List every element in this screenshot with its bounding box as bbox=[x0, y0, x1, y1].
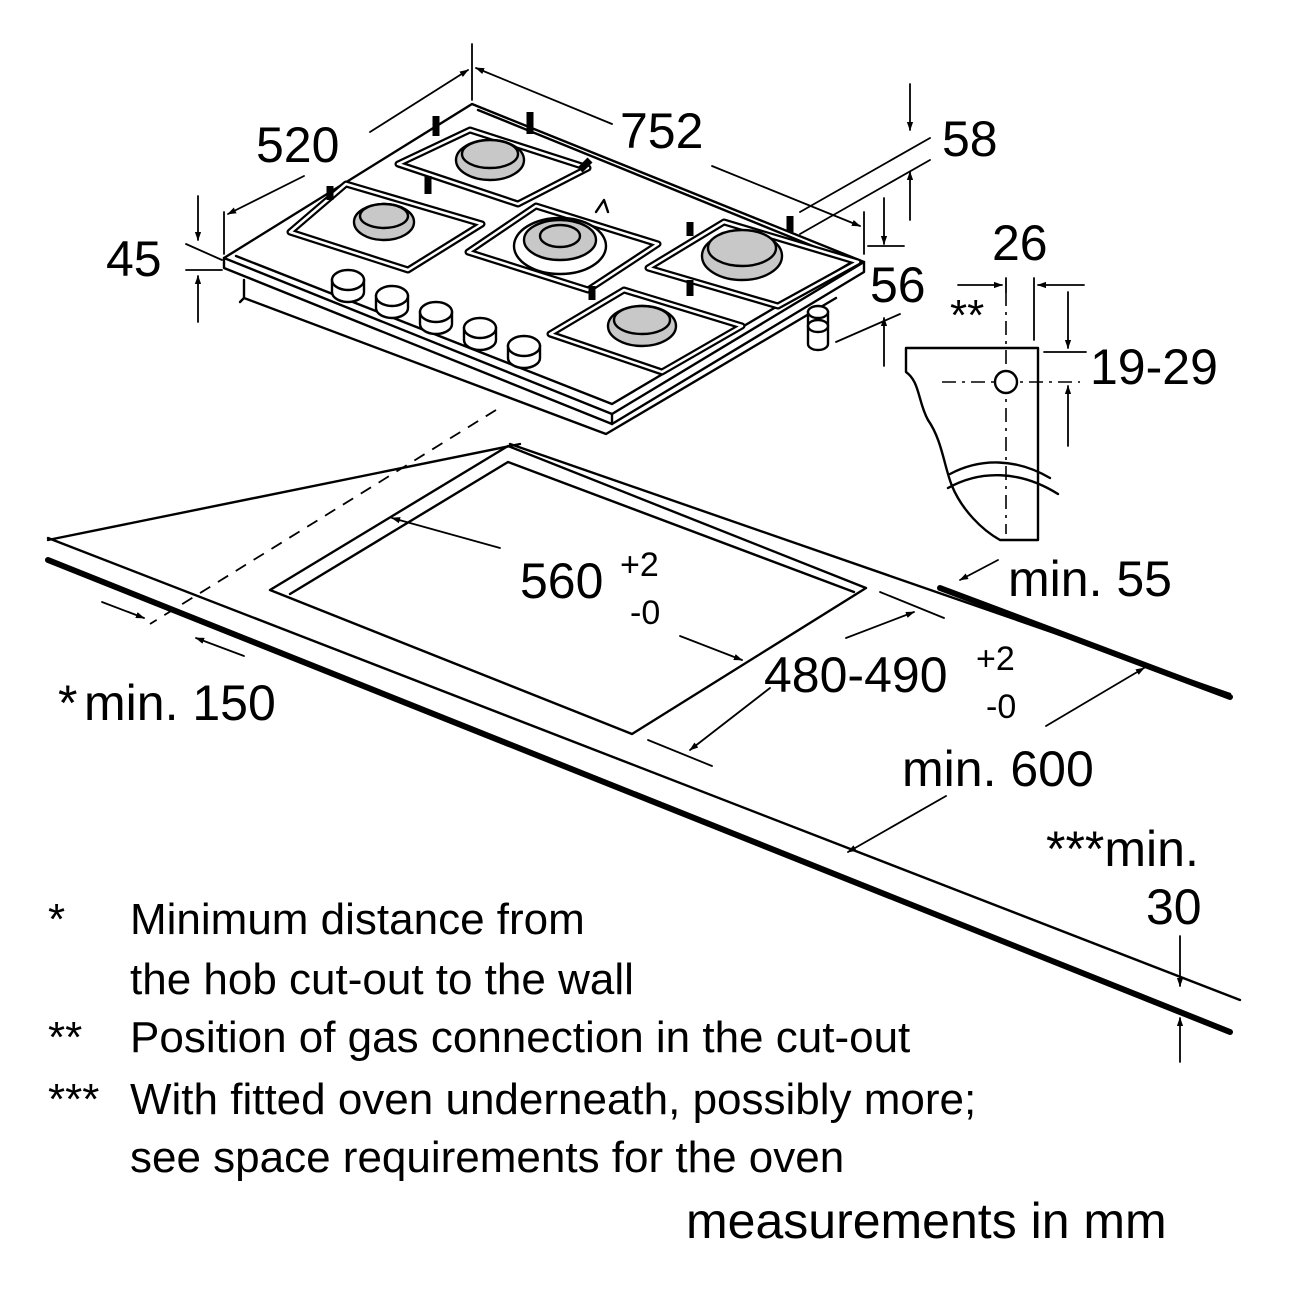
label-45: 45 bbox=[106, 231, 162, 287]
footnote-text: Position of gas connection in the cut-ou… bbox=[130, 1013, 910, 1062]
control-knob bbox=[418, 300, 454, 336]
gas-connection-pipe bbox=[806, 304, 830, 352]
label-min-55: min. 55 bbox=[1008, 551, 1172, 607]
projection-line bbox=[149, 409, 497, 625]
burner-center-wok bbox=[512, 216, 608, 276]
footnote-text: the hob cut-out to the wall bbox=[130, 955, 634, 1004]
cutout-depth-value: 480-490 bbox=[764, 647, 948, 703]
hob-front-edge bbox=[222, 256, 614, 426]
label-min-30-line2: 30 bbox=[1146, 879, 1202, 935]
burner-back-right bbox=[700, 228, 784, 282]
footnote-text: see space requirements for the oven bbox=[130, 1133, 844, 1182]
gas-connection-point bbox=[993, 369, 1019, 395]
cutout bbox=[268, 444, 868, 736]
footnote-text: With fitted oven underneath, possibly mo… bbox=[130, 1075, 976, 1124]
burner-front-left bbox=[352, 202, 416, 242]
cutout-width-value: 560 bbox=[520, 553, 603, 609]
label-26: 26 bbox=[992, 215, 1048, 271]
control-knobs bbox=[330, 268, 542, 370]
label-19-29: 19-29 bbox=[1090, 339, 1218, 395]
control-knob bbox=[506, 334, 542, 370]
cutout-width-tol-plus: +2 bbox=[620, 546, 659, 584]
label-58: 58 bbox=[942, 111, 998, 167]
hob-base-housing bbox=[242, 278, 838, 436]
grate-back-right bbox=[644, 216, 862, 310]
burner-front-right bbox=[606, 304, 678, 348]
footnotes: * Minimum distance from the hob cut-out … bbox=[48, 895, 1167, 1249]
side-profile-detail bbox=[904, 277, 1087, 542]
label-min-150-star: * bbox=[58, 675, 77, 731]
footnote-marker: * bbox=[48, 895, 65, 944]
countertop bbox=[45, 442, 1242, 1035]
control-knob bbox=[462, 316, 498, 352]
footnote-marker: *** bbox=[48, 1075, 99, 1124]
grate-front-right bbox=[546, 280, 746, 376]
control-knob bbox=[330, 268, 366, 304]
grate-back-left bbox=[394, 112, 593, 208]
cutout-outer bbox=[268, 444, 868, 736]
cutout-width-tol-minus: -0 bbox=[630, 594, 660, 632]
control-knob bbox=[374, 284, 410, 320]
label-hob-depth: 520 bbox=[256, 117, 339, 173]
dimension-lines bbox=[101, 43, 1184, 1063]
hob-unit bbox=[222, 102, 866, 436]
grate-front-left bbox=[286, 176, 486, 274]
label-hob-width: 752 bbox=[620, 103, 703, 159]
label-56: 56 bbox=[870, 257, 926, 313]
label-cutout-width: 560 +2 -0 bbox=[520, 546, 660, 632]
units-note: measurements in mm bbox=[686, 1193, 1167, 1249]
dimension-labels: 520 752 58 45 56 26 ** 19-29 min. 55 560… bbox=[58, 103, 1218, 935]
label-double-star: ** bbox=[950, 291, 984, 340]
cutout-inner bbox=[288, 460, 856, 596]
cutout-depth-tol-minus: -0 bbox=[986, 688, 1016, 726]
footnote-text: Minimum distance from bbox=[130, 895, 585, 944]
label-cutout-depth: 480-490 +2 -0 bbox=[764, 640, 1016, 726]
cutout-depth-tol-plus: +2 bbox=[976, 640, 1015, 678]
footnote-marker: ** bbox=[48, 1013, 82, 1062]
label-min-150: min. 150 bbox=[84, 675, 276, 731]
burner-back-left bbox=[454, 138, 526, 182]
grate-center bbox=[464, 198, 662, 294]
label-min-600: min. 600 bbox=[902, 741, 1094, 797]
label-min-30-line1: ***min. bbox=[1046, 821, 1199, 877]
